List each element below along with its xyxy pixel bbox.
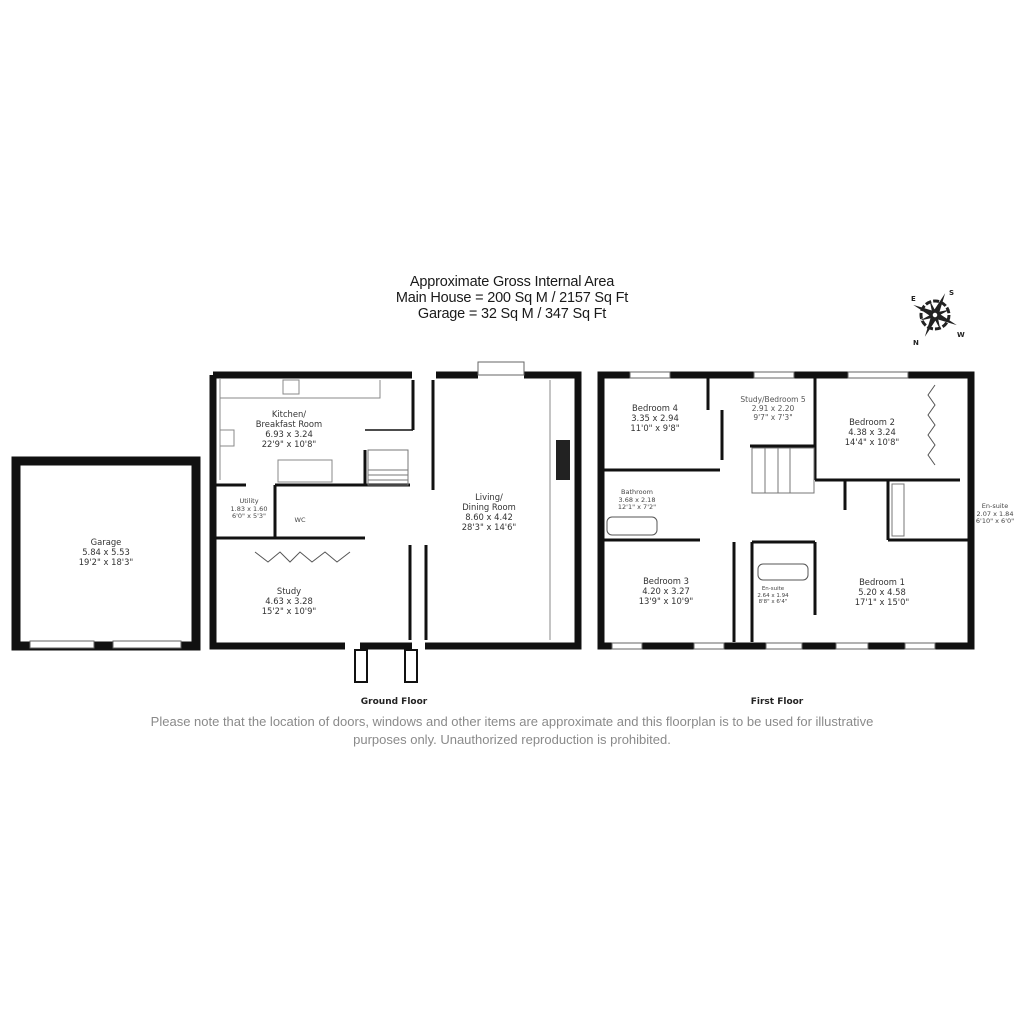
ground-floor-walls bbox=[209, 371, 582, 650]
first-floor-label: First Floor bbox=[750, 697, 804, 707]
room-label-wc: WC bbox=[294, 516, 306, 525]
room-size-metric: 2.64 x 1.94 bbox=[757, 592, 789, 599]
room-size-metric: 8.60 x 4.42 bbox=[465, 512, 513, 522]
room-size-metric: 3.68 x 2.18 bbox=[618, 495, 656, 504]
room-size-imperial: 11'0" x 9'8" bbox=[630, 423, 680, 433]
room-size-imperial: 22'9" x 10'8" bbox=[261, 439, 317, 449]
room-size-metric: 2.91 x 2.20 bbox=[751, 404, 795, 413]
room-name: En-suite bbox=[981, 502, 1009, 510]
room-label-study-bedroom-5: Study/Bedroom 5 2.91 x 2.20 9'7" x 7'3" bbox=[740, 395, 805, 422]
ground-floor-label: Ground Floor bbox=[360, 697, 428, 707]
room-size-imperial: 6'0" x 5'3" bbox=[231, 512, 267, 520]
svg-text:N: N bbox=[913, 339, 919, 345]
room-name: Bedroom 4 bbox=[632, 403, 678, 413]
svg-text:S: S bbox=[949, 289, 954, 297]
room-size-metric: 6.93 x 3.24 bbox=[265, 429, 313, 439]
room-size-metric: 4.63 x 3.28 bbox=[265, 596, 313, 606]
room-name: Bedroom 1 bbox=[859, 577, 905, 587]
room-size-imperial: 17'1" x 15'0" bbox=[854, 597, 910, 607]
svg-text:E: E bbox=[911, 295, 916, 303]
room-size-imperial: 9'7" x 7'3" bbox=[753, 413, 793, 422]
room-label-bedroom-3: Bedroom 3 4.20 x 3.27 13'9" x 10'9" bbox=[639, 576, 694, 606]
room-size-imperial: 15'2" x 10'9" bbox=[261, 606, 317, 616]
disclaimer: Please note that the location of doors, … bbox=[0, 713, 1024, 749]
garage-area: Garage = 32 Sq M / 347 Sq Ft bbox=[417, 306, 607, 322]
room-label-garage: Garage 5.84 x 5.53 19'2" x 18'3" bbox=[79, 537, 134, 567]
room-size-metric: 5.84 x 5.53 bbox=[82, 547, 130, 557]
main-house-area: Main House = 200 Sq M / 2157 Sq Ft bbox=[395, 290, 629, 306]
room-name: Bedroom 3 bbox=[643, 576, 689, 586]
room-size-metric: 4.20 x 3.27 bbox=[642, 586, 690, 596]
room-name: Kitchen/ bbox=[271, 409, 307, 419]
room-name: Breakfast Room bbox=[255, 419, 323, 429]
room-size-metric: 1.83 x 1.60 bbox=[230, 504, 268, 513]
room-size-imperial: 12'1" x 7'2" bbox=[617, 503, 657, 511]
room-name: Living/ bbox=[475, 492, 503, 502]
room-name: WC bbox=[294, 516, 306, 524]
room-name: Study bbox=[276, 586, 302, 596]
room-size-imperial: 28'3" x 14'6" bbox=[461, 522, 517, 532]
room-size-imperial: 13'9" x 10'9" bbox=[638, 596, 694, 606]
room-size-metric: 5.20 x 4.58 bbox=[858, 587, 906, 597]
room-name: Utility bbox=[239, 497, 259, 505]
room-label-bedroom-4: Bedroom 4 3.35 x 2.94 11'0" x 9'8" bbox=[630, 403, 679, 433]
room-size-imperial: 14'4" x 10'8" bbox=[844, 437, 900, 447]
disclaimer-line-2: purposes only. Unauthorized reproduction… bbox=[353, 732, 671, 747]
room-size-imperial: 19'2" x 18'3" bbox=[78, 557, 134, 567]
room-label-bathroom: Bathroom 3.68 x 2.18 12'1" x 7'2" bbox=[617, 488, 657, 512]
compass-rose-icon: E S W N bbox=[911, 289, 965, 345]
area-title: Approximate Gross Internal Area bbox=[409, 274, 615, 290]
room-label-study: Study 4.63 x 3.28 15'2" x 10'9" bbox=[262, 586, 317, 616]
room-size-imperial: 6'10" x 6'0" bbox=[975, 517, 1015, 525]
room-name: Bedroom 2 bbox=[849, 417, 895, 427]
room-size-metric: 2.07 x 1.84 bbox=[976, 509, 1014, 518]
area-summary: Approximate Gross Internal Area Main Hou… bbox=[0, 274, 1024, 322]
svg-text:W: W bbox=[957, 331, 965, 339]
room-name: En-suite bbox=[761, 586, 785, 592]
room-label-en-suite-bedroom-2: En-suite 2.07 x 1.84 6'10" x 6'0" bbox=[975, 502, 1015, 526]
room-name: Dining Room bbox=[462, 502, 516, 512]
room-name: Garage bbox=[90, 537, 122, 547]
room-size-imperial: 8'8" x 6'4" bbox=[758, 599, 788, 605]
room-label-bedroom-2: Bedroom 2 4.38 x 3.24 14'4" x 10'8" bbox=[845, 417, 900, 447]
room-size-metric: 3.35 x 2.94 bbox=[631, 413, 679, 423]
disclaimer-line-1: Please note that the location of doors, … bbox=[150, 714, 874, 729]
room-label-en-suite-bedroom-1: En-suite 2.64 x 1.94 8'8" x 6'4" bbox=[757, 586, 788, 606]
room-label-kitchen: Kitchen/ Breakfast Room 6.93 x 3.24 22'9… bbox=[256, 409, 322, 449]
room-label-utility: Utility 1.83 x 1.60 6'0" x 5'3" bbox=[230, 497, 268, 521]
room-name: Bathroom bbox=[621, 488, 653, 496]
room-size-metric: 4.38 x 3.24 bbox=[848, 427, 896, 437]
room-label-living-dining: Living/ Dining Room 8.60 x 4.42 28'3" x … bbox=[462, 492, 517, 532]
garage-walls bbox=[11, 456, 201, 651]
room-name: Study/Bedroom 5 bbox=[740, 395, 806, 404]
room-label-bedroom-1: Bedroom 1 5.20 x 4.58 17'1" x 15'0" bbox=[855, 577, 910, 607]
